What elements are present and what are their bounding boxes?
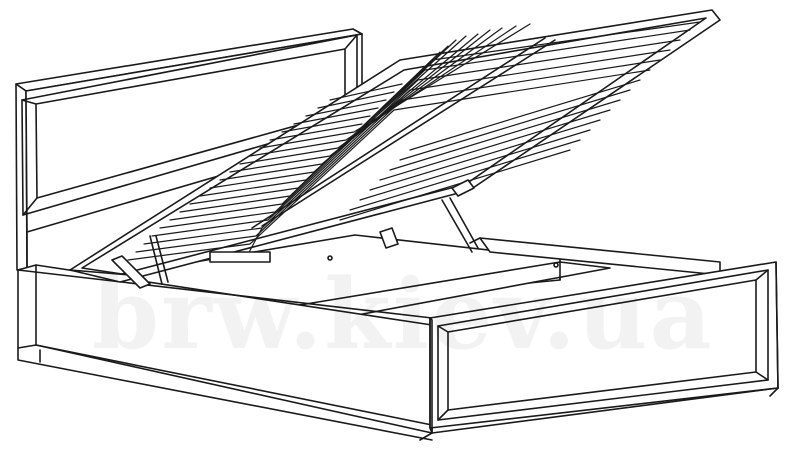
gas-lift-left [112, 236, 270, 288]
gas-lift-right [380, 180, 478, 252]
footboard [420, 262, 778, 440]
watermark-text: brw.kiev.ua [92, 258, 714, 371]
slats [128, 22, 700, 260]
bed-base [18, 100, 720, 440]
headboard [16, 29, 362, 270]
lifting-slat-frame [70, 10, 720, 285]
